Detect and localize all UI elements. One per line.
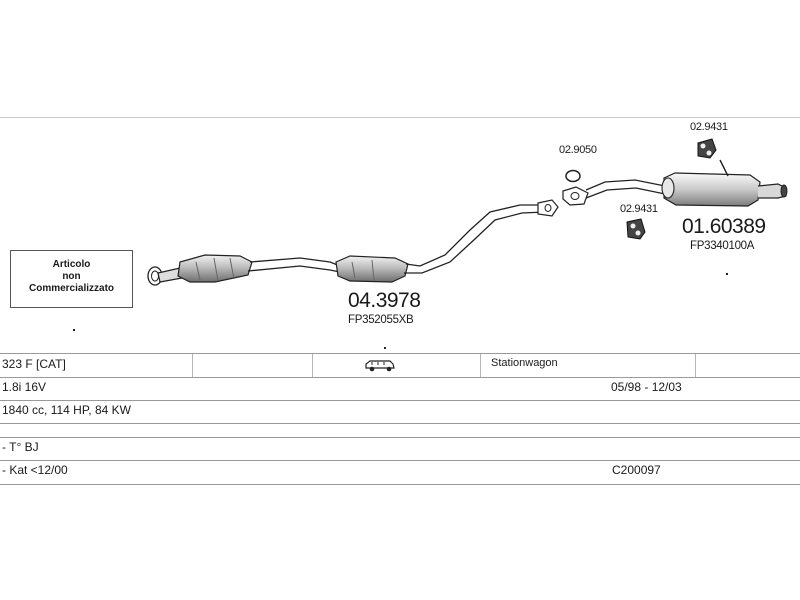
rear-silencer-code-label: 01.60389 xyxy=(682,215,766,238)
diagram-code-cell: C200097 xyxy=(612,463,661,477)
body-type-cell: Stationwagon xyxy=(491,357,558,369)
catalyst-pipe-section xyxy=(157,199,559,283)
marker-dot xyxy=(73,329,75,331)
rear-silencer-section xyxy=(562,159,788,207)
not-available-notice: Articolo non Commercializzato xyxy=(10,250,133,308)
production-years-cell: 05/98 - 12/03 xyxy=(611,380,682,394)
table-row: - T° BJ xyxy=(0,437,800,460)
table-line xyxy=(0,484,800,485)
engine-cell: 1.8i 16V xyxy=(2,380,47,394)
station-wagon-icon xyxy=(364,358,396,376)
table-line xyxy=(0,377,800,378)
table-divider xyxy=(480,354,481,377)
model-cell: 323 F [CAT] xyxy=(2,357,66,371)
rubber-mount-top-code-label: 02.9431 xyxy=(690,121,728,133)
diagram-top-border xyxy=(0,117,800,118)
table-row: 1.8i 16V 05/98 - 12/03 xyxy=(0,377,800,400)
note-cell: - Kat <12/00 xyxy=(2,463,68,477)
table-divider xyxy=(695,354,696,377)
note-cell: - T° BJ xyxy=(2,440,39,454)
table-row: 323 F [CAT] Stationwagon xyxy=(0,354,800,377)
table-line xyxy=(0,353,800,354)
table-line xyxy=(0,400,800,401)
rear-silencer-ref-label: FP3340100A xyxy=(690,240,755,252)
catalyst-section-ref-label: FP352055XB xyxy=(348,314,414,326)
marker-dot xyxy=(726,273,728,275)
table-line xyxy=(0,437,800,438)
table-line xyxy=(0,423,800,424)
marker-dot xyxy=(384,347,386,349)
catalyst-section-code-label: 04.3978 xyxy=(348,289,421,312)
table-line xyxy=(0,460,800,461)
notice-line: non xyxy=(62,271,81,282)
gasket-code-label: 02.9050 xyxy=(559,144,597,156)
rubber-mount-bottom-code-label: 02.9431 xyxy=(620,203,658,215)
rubber-mount-top xyxy=(697,138,717,159)
notice-line: Articolo xyxy=(52,259,91,270)
engine-specs-cell: 1840 cc, 114 HP, 84 KW xyxy=(2,403,131,417)
table-row: 1840 cc, 114 HP, 84 KW xyxy=(0,400,800,423)
notice-line: Commercializzato xyxy=(28,283,115,294)
table-divider xyxy=(192,354,193,377)
table-divider xyxy=(312,354,313,377)
rubber-mount-bottom xyxy=(626,218,646,240)
table-row: - Kat <12/00 C200097 xyxy=(0,460,800,483)
gasket-02-9050 xyxy=(565,169,581,183)
